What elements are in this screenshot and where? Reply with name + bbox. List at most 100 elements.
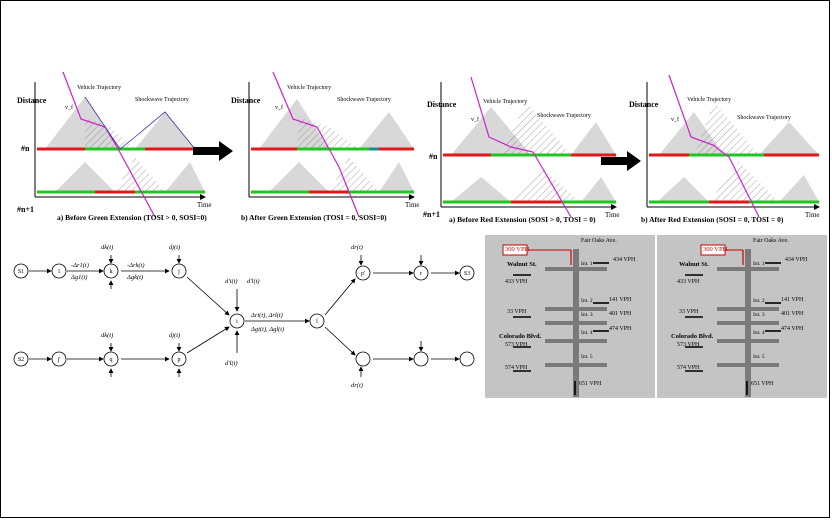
label-j: j: [177, 269, 180, 275]
edge-kj-bot: Δgk(t): [126, 274, 143, 281]
time-space-panel-4: Distance Time Vehicle Trajectory Shockwa…: [629, 74, 820, 219]
queue-hatch: [501, 102, 571, 155]
demand-bot-l: d'l(t): [225, 360, 238, 367]
edge-kj-top: -Δrk(t): [127, 262, 145, 269]
edge-il-bot: Δgi(t), Δgl(t): [250, 326, 284, 333]
label-l: l: [316, 319, 318, 325]
node-i: [229, 313, 245, 329]
map-v434: 434 VPH: [613, 257, 636, 263]
map-v433: 433 VPH: [677, 279, 700, 285]
label-k: k: [110, 269, 113, 275]
y-axis-label: Distance: [629, 100, 659, 109]
intersection-map-2: Fair Oaks Ave. 300 VPH Walnut St. Colora…: [657, 235, 827, 398]
map-v434: 434 VPH: [785, 257, 808, 263]
map-v574: 574 VPH: [505, 365, 528, 371]
map-int1: Int. 1: [581, 261, 593, 267]
edge-1k-top: -Δr1(t): [71, 262, 89, 269]
x-axis-label: Time: [805, 211, 820, 219]
queue-shade-4: [581, 177, 616, 202]
map-v141: 141 VPH: [609, 297, 632, 303]
queue-shade-2: [359, 112, 414, 149]
queue-hatch-2: [511, 167, 581, 202]
map-int1: Int. 1: [753, 261, 765, 267]
queue-hatch: [694, 102, 759, 155]
label-s1: S1: [18, 269, 24, 275]
vehicle-label: Vehicle Trajectory: [287, 85, 331, 91]
x-axis-label: Time: [197, 201, 212, 209]
node-rr: [355, 351, 371, 367]
shockwave-label: Shockwave Trajectory: [337, 97, 391, 103]
map-v573: 573 VPH: [677, 342, 700, 348]
label-s3: S3: [464, 271, 470, 277]
vf-label: v_f: [671, 116, 679, 123]
map-v401: 401 VPH: [781, 311, 804, 317]
y-axis-label: Distance: [427, 100, 457, 109]
label-p: p: [178, 357, 181, 363]
map-int4: Int. 4: [753, 330, 765, 336]
map-int5: Int. 5: [753, 354, 765, 360]
y-axis-label: Distance: [17, 96, 47, 105]
queue-shade-2: [759, 122, 819, 155]
node-p: [171, 351, 187, 367]
label-n1: #n+1: [17, 205, 34, 214]
map-int3: Int. 3: [581, 312, 593, 318]
map-v141: 141 VPH: [781, 297, 804, 303]
network-diagram: S1 1 k j S2 j' q p i l p' r S3 dk(t) dj(…: [13, 244, 475, 389]
node-k: [103, 263, 119, 279]
label-n: #n: [21, 144, 30, 153]
node-s4: [459, 351, 475, 367]
label-jp: j': [57, 357, 61, 363]
caption-4: b) After Red Extension (SOSI = 0, TOSI =…: [641, 215, 784, 224]
node-s3: [459, 265, 475, 281]
shockwave-line: [84, 96, 196, 150]
map-colorado: Colorado Blvd.: [671, 333, 714, 340]
label-r: r: [420, 271, 422, 277]
demand-top-j: dj(t): [169, 244, 180, 251]
map-int3: Int. 3: [753, 312, 765, 318]
edge-1k-bot: Δg1(t): [70, 274, 87, 281]
map-callout: 300 VPH: [505, 246, 530, 253]
queue-hatch-2: [115, 157, 165, 192]
map-v433: 433 VPH: [505, 279, 528, 285]
map-street-top: Fair Oaks Ave.: [753, 238, 789, 244]
vehicle-trajectory: [272, 71, 360, 218]
vf-label: v_f: [275, 104, 283, 111]
node-r: [413, 265, 429, 281]
label-i: i: [236, 319, 238, 325]
map-v651: 651 VPH: [579, 381, 602, 387]
queue-shade-3: [657, 177, 709, 202]
demand-bot-r: dr(t): [351, 382, 363, 389]
queue-shade-2: [135, 112, 195, 149]
queue-shade-3: [451, 177, 511, 202]
queue-hatch: [297, 117, 359, 149]
map-v401: 401 VPH: [609, 311, 632, 317]
demand-bot-k: dk(t): [101, 332, 113, 339]
y-axis-label: Distance: [231, 96, 261, 105]
vf-label: v_f: [65, 104, 73, 111]
queue-shade-4: [379, 162, 414, 192]
node-j: [171, 263, 187, 279]
time-space-panel-3: Distance Time #n #n+1 Vehicle Trajectory…: [423, 76, 620, 219]
demand-top-k: dk(t): [101, 244, 113, 251]
queue-shade-4: [779, 175, 819, 202]
map-callout: 300 VPH: [703, 246, 728, 253]
transition-arrow-1: [193, 141, 233, 161]
vehicle-label: Vehicle Trajectory: [77, 85, 121, 91]
vehicle-trajectory: [668, 74, 760, 218]
demand-top-r: dr(t): [351, 244, 363, 251]
map-int4: Int. 4: [581, 330, 593, 336]
vf-label: v_f: [471, 116, 479, 123]
map-colorado: Colorado Blvd.: [499, 333, 542, 340]
map-int5: Int. 5: [581, 354, 593, 360]
node-1: [51, 263, 67, 279]
node-s1: [13, 263, 29, 279]
queue-shade-4: [165, 162, 205, 192]
demand-top-i: d'i(t): [225, 278, 238, 285]
edge-il-top: Δri(t), Δrl(t): [250, 312, 283, 319]
vehicle-trajectory: [470, 76, 572, 218]
demand-bot-j: dj(t): [169, 332, 180, 339]
shockwave-label: Shockwave Trajectory: [135, 97, 189, 103]
caption-2: b) After Green Extension (TOSI = 0, SOSI…: [241, 213, 387, 222]
node-pp: [355, 265, 371, 281]
